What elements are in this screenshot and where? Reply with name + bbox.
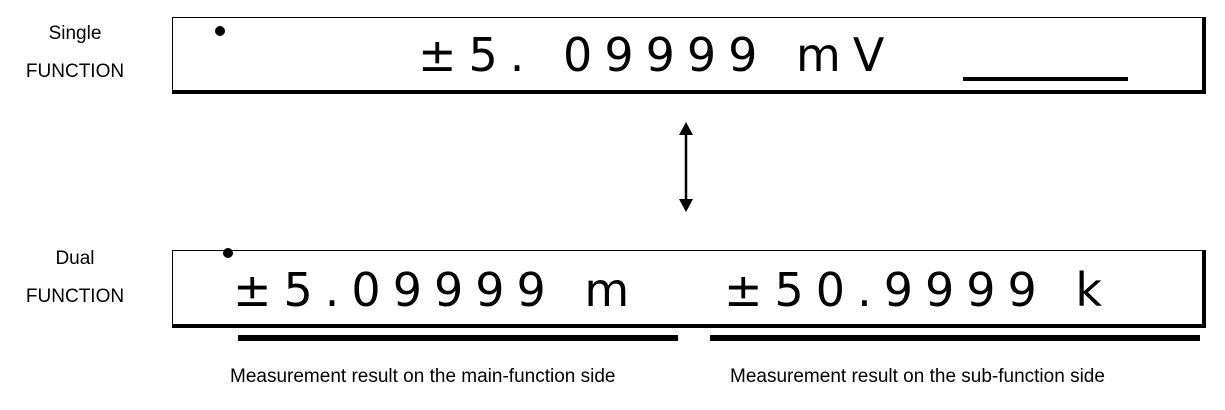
- dual-sub-reading: ±50.9999 k: [724, 263, 1115, 317]
- main-function-caption: Measurement result on the main-function …: [230, 366, 616, 387]
- single-label-line2: FUNCTION: [25, 61, 125, 82]
- single-label-line1: Single: [48, 23, 102, 44]
- main-function-bracket: [238, 335, 678, 341]
- indicator-dot-icon: [223, 248, 233, 258]
- dual-function-display: ±5.09999 m ±50.9999 k: [172, 248, 1206, 328]
- single-reading: ±5. 09999 mV: [418, 28, 897, 82]
- dual-label-line2: FUNCTION: [25, 286, 125, 307]
- display-cursor: [963, 77, 1128, 81]
- dual-label-line1: Dual: [55, 248, 95, 269]
- sub-function-caption: Measurement result on the sub-function s…: [730, 366, 1105, 387]
- dual-function-label: Dual FUNCTION: [0, 240, 150, 316]
- dual-main-reading: ±5.09999 m: [233, 263, 642, 317]
- single-function-display: ±5. 09999 mV: [172, 17, 1206, 94]
- single-function-label: Single FUNCTION: [0, 15, 150, 91]
- indicator-dot-icon: [215, 26, 225, 36]
- double-arrow-icon: [679, 122, 693, 212]
- sub-function-bracket: [710, 335, 1200, 341]
